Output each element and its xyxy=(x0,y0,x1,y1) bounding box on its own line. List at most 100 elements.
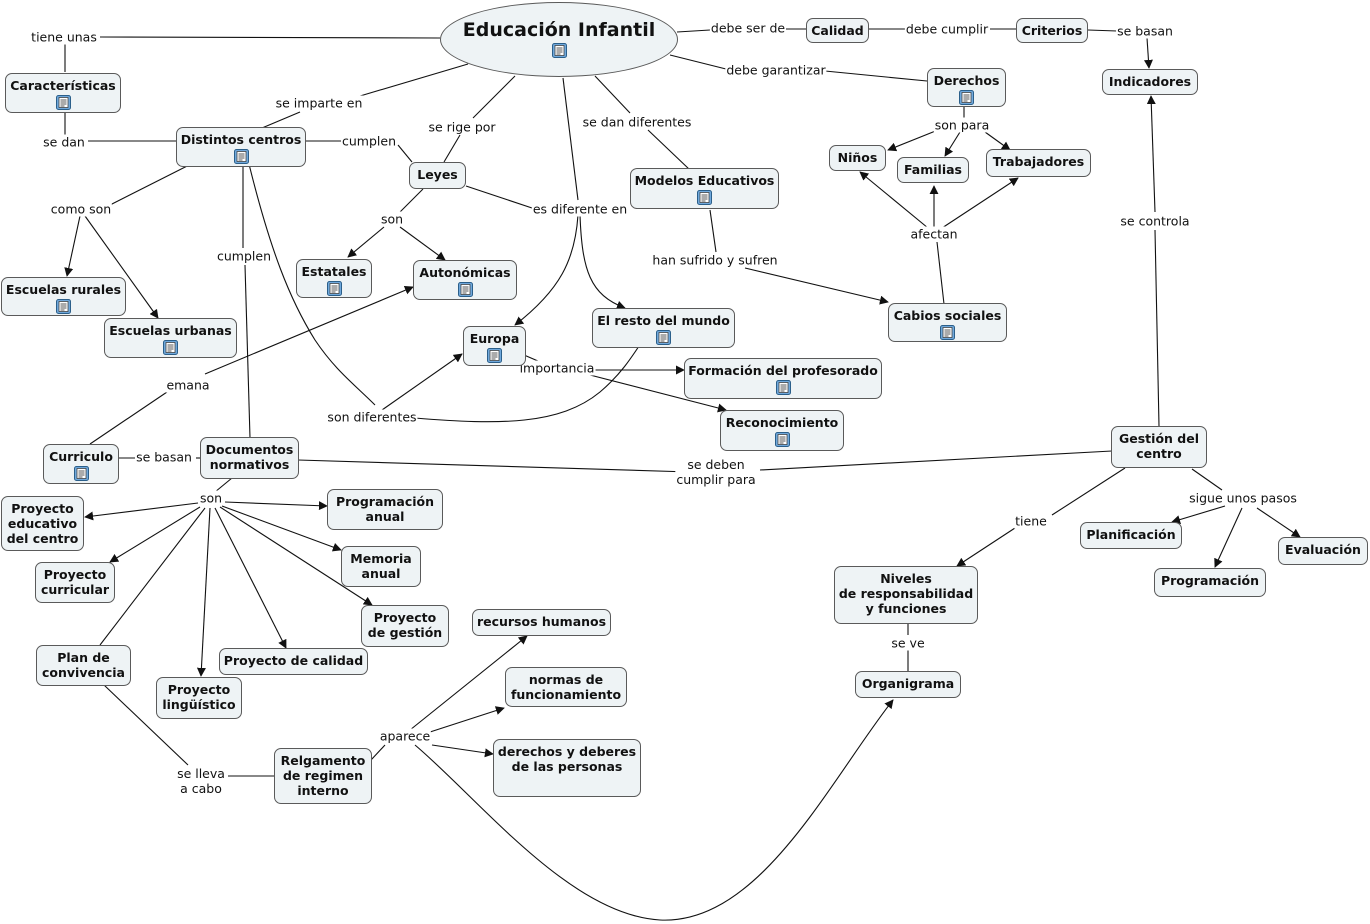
document-icon[interactable] xyxy=(457,282,473,297)
link-label: se lleva a cabo xyxy=(176,766,226,796)
concept-ninos[interactable]: Niños xyxy=(829,145,886,171)
connector-line xyxy=(109,506,201,563)
concept-niveles-responsabilidad[interactable]: Niveles de responsabilidad y funciones xyxy=(834,566,978,624)
concept-proyecto-gestion[interactable]: Proyecto de gestión xyxy=(361,605,449,647)
link-label: se basan xyxy=(1116,23,1174,39)
document-icon[interactable] xyxy=(163,340,178,355)
concept-curriculo[interactable]: Curriculo xyxy=(43,444,119,484)
concept-calidad[interactable]: Calidad xyxy=(806,18,869,43)
concept-label: Formación del profesorado xyxy=(688,363,878,378)
concept-escuelas-urbanas[interactable]: Escuelas urbanas xyxy=(104,318,237,358)
document-icon[interactable] xyxy=(487,348,502,363)
connector-line xyxy=(1146,95,1156,213)
connector-line xyxy=(859,171,929,229)
connector-line xyxy=(414,699,894,921)
concept-gestion-centro[interactable]: Gestión del centro xyxy=(1111,426,1207,468)
connector-line xyxy=(1191,468,1223,491)
link-label: son diferentes xyxy=(326,409,418,425)
connector-line xyxy=(103,684,189,766)
connector-line xyxy=(414,336,646,423)
document-icon[interactable] xyxy=(940,325,955,340)
connector-line xyxy=(64,215,81,277)
connector-line xyxy=(397,144,413,163)
concept-evaluacion[interactable]: Evaluación xyxy=(1278,537,1368,565)
connector-line xyxy=(562,77,579,201)
concept-autonomicas[interactable]: Autonómicas xyxy=(413,260,517,300)
connector-line xyxy=(1214,507,1243,568)
concept-label: Autonómicas xyxy=(419,265,511,280)
document-icon[interactable] xyxy=(774,432,790,447)
concept-resto-mundo[interactable]: El resto del mundo xyxy=(592,308,735,348)
document-icon[interactable] xyxy=(233,149,249,164)
document-icon[interactable] xyxy=(551,43,567,58)
connector-line xyxy=(589,374,727,413)
connector-line xyxy=(1143,37,1153,69)
concept-cabios-sociales[interactable]: Cabios sociales xyxy=(888,303,1007,342)
concept-recursos-humanos[interactable]: recursos humanos xyxy=(472,609,611,636)
concept-modelos-educativos[interactable]: Modelos Educativos xyxy=(630,168,779,209)
connector-line xyxy=(247,159,376,406)
document-icon[interactable] xyxy=(697,190,712,205)
link-label: son xyxy=(379,211,405,227)
concept-label: normas de funcionamiento xyxy=(510,672,622,702)
concept-label: Leyes xyxy=(417,167,458,182)
document-icon[interactable] xyxy=(326,281,342,296)
connector-line xyxy=(514,214,579,326)
concept-planificacion[interactable]: Planificación xyxy=(1080,522,1182,549)
concept-normas-funcionamiento[interactable]: normas de funcionamiento xyxy=(505,667,627,707)
connector-line xyxy=(370,744,386,761)
concept-label: Reconocimiento xyxy=(725,415,839,430)
connector-line xyxy=(219,506,373,606)
connector-line xyxy=(261,111,301,129)
connector-line xyxy=(99,507,206,646)
connector-line xyxy=(956,527,1016,567)
document-icon[interactable] xyxy=(959,90,974,105)
concept-label: Cabios sociales xyxy=(893,308,1002,323)
concept-label: Características xyxy=(10,78,116,93)
concept-reglamento[interactable]: Relgamento de regimen interno xyxy=(274,748,372,804)
concept-caracteristicas[interactable]: Características xyxy=(5,73,121,113)
concept-familias[interactable]: Familias xyxy=(897,157,969,183)
document-icon[interactable] xyxy=(656,330,671,345)
concept-label: Proyecto curricular xyxy=(40,567,110,597)
concept-proyecto-calidad[interactable]: Proyecto de calidad xyxy=(219,648,368,675)
concept-programacion-anual[interactable]: Programación anual xyxy=(327,489,443,530)
concept-criterios[interactable]: Criterios xyxy=(1016,18,1088,43)
concept-organigrama[interactable]: Organigrama xyxy=(855,671,961,698)
concept-estatales[interactable]: Estatales xyxy=(296,259,372,298)
connector-line xyxy=(824,70,928,82)
concept-programacion[interactable]: Programación xyxy=(1154,568,1266,597)
concept-trabajadores[interactable]: Trabajadores xyxy=(986,149,1091,177)
concept-documentos-normativos[interactable]: Documentos normativos xyxy=(200,437,299,479)
document-icon[interactable] xyxy=(56,299,71,314)
concept-derechos[interactable]: Derechos xyxy=(927,68,1006,107)
concept-label: Relgamento de regimen interno xyxy=(280,753,366,798)
concept-label: Programación xyxy=(1160,573,1260,588)
document-icon[interactable] xyxy=(55,95,71,110)
document-icon[interactable] xyxy=(73,466,89,481)
concept-distintos-centros[interactable]: Distintos centros xyxy=(176,127,306,167)
concept-label: Documentos normativos xyxy=(205,442,294,472)
link-label: se deben cumplir para xyxy=(675,457,757,487)
connector-line xyxy=(941,177,1019,229)
concept-proyecto-linguistico[interactable]: Proyecto lingüístico xyxy=(156,677,242,719)
document-icon[interactable] xyxy=(775,380,791,395)
concept-formacion-profesorado[interactable]: Formación del profesorado xyxy=(684,358,882,399)
concept-derechos-deberes[interactable]: derechos y deberes de las personas xyxy=(493,739,641,797)
concept-proyecto-curricular[interactable]: Proyecto curricular xyxy=(35,562,115,603)
concept-label: Niveles de responsabilidad y funciones xyxy=(838,571,974,616)
concept-proyecto-educativo[interactable]: Proyecto educativo del centro xyxy=(1,496,84,551)
concept-leyes[interactable]: Leyes xyxy=(409,162,466,189)
concept-escuelas-rurales[interactable]: Escuelas rurales xyxy=(1,277,126,316)
concept-educacion-infantil[interactable]: Educación Infantil xyxy=(440,2,678,77)
concept-plan-convivencia[interactable]: Plan de convivencia xyxy=(36,645,131,686)
connector-line xyxy=(244,264,251,439)
concept-reconocimiento[interactable]: Reconocimiento xyxy=(720,410,844,451)
concept-indicadores[interactable]: Indicadores xyxy=(1102,69,1198,95)
concept-memoria-anual[interactable]: Memoria anual xyxy=(341,546,421,587)
link-label: cumplen xyxy=(341,133,397,149)
connector-line xyxy=(429,706,505,733)
concept-europa[interactable]: Europa xyxy=(463,326,526,366)
concept-label: Modelos Educativos xyxy=(634,173,775,188)
